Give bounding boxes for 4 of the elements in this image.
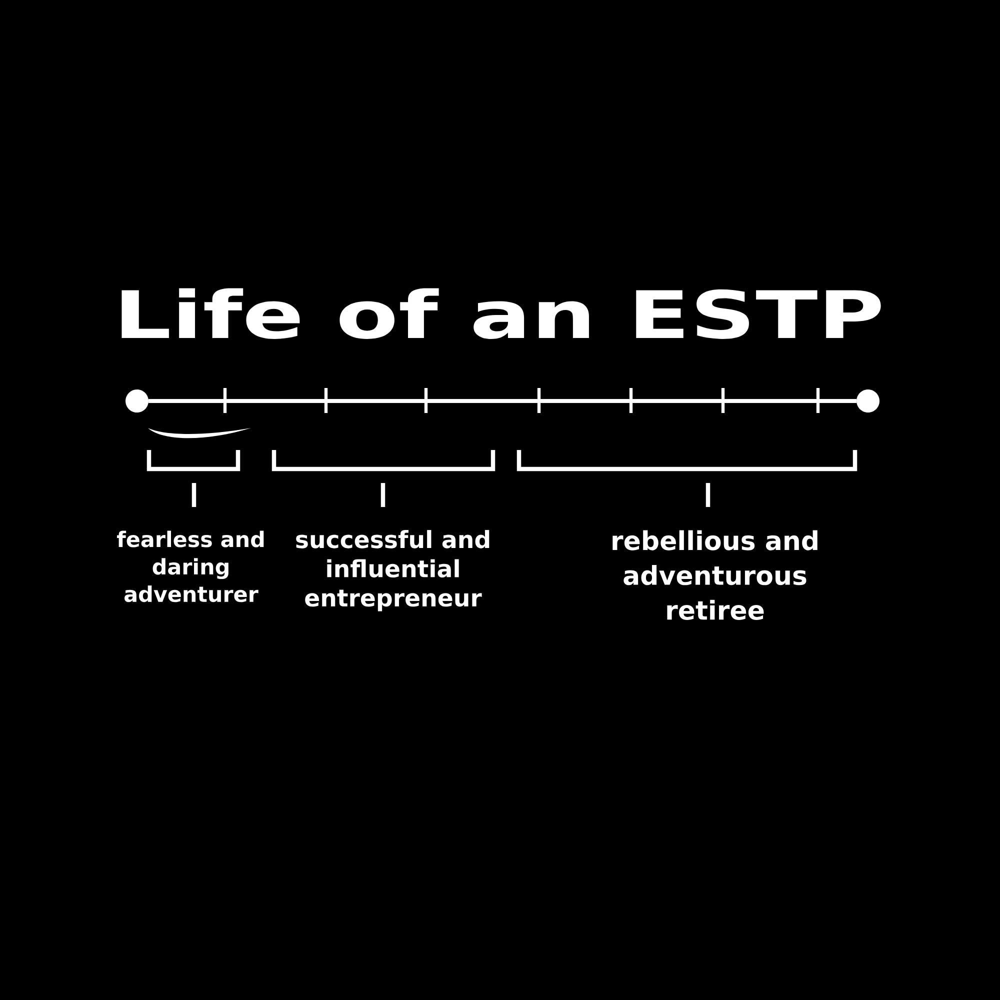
stage-description: rebellious and adventurous retiree <box>612 530 818 620</box>
stage-description: fearless and daring adventurer <box>116 530 264 602</box>
title: Life of an ESTP <box>122 288 881 339</box>
stage-description: successful and influential entrepreneur <box>296 530 490 612</box>
